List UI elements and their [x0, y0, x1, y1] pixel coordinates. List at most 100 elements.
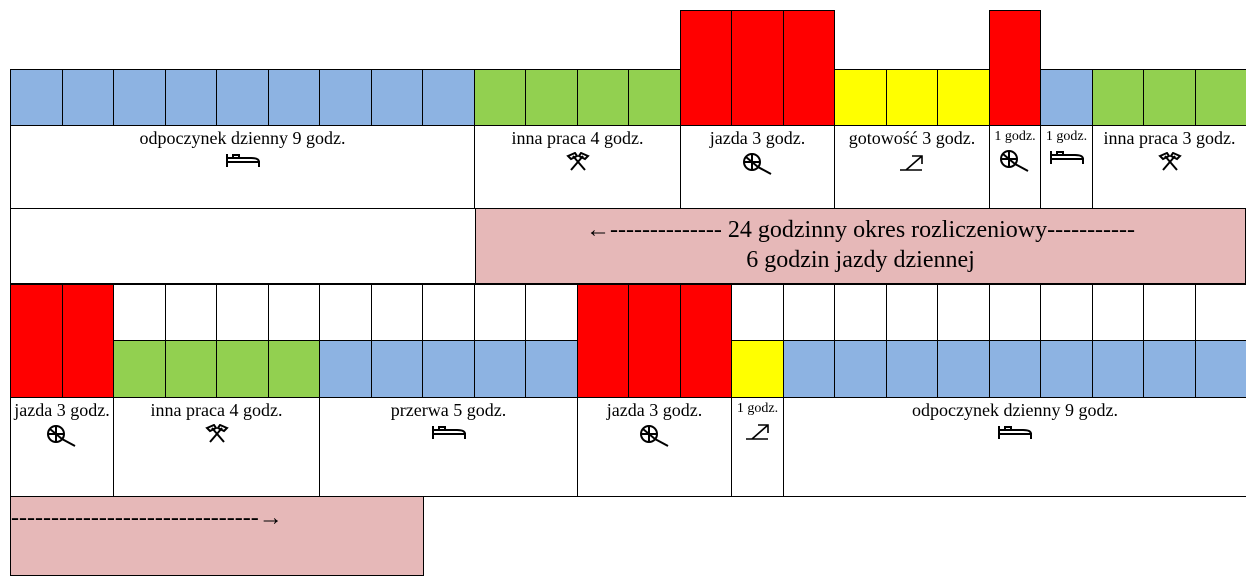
day2-hour-cell-empty [1195, 284, 1246, 341]
day2-hour-cell-rest [474, 340, 526, 398]
day2-hour-cell-rest [886, 340, 938, 398]
band-blank-left [10, 208, 476, 284]
day1-activity-label: inna praca 4 godz. [474, 125, 681, 209]
day2-hour-cell-rest [525, 340, 578, 398]
day2-hour-cell-rest [783, 340, 835, 398]
settlement-period-band-end: -------------------------------→ [10, 496, 424, 576]
day1-hour-cell-driving [680, 10, 732, 126]
day2-hour-cell-rest [422, 340, 475, 398]
day1-hour-cell-availability [834, 69, 887, 126]
day2-activity-label-text: 1 godz. [736, 401, 779, 416]
bed-icon [320, 424, 577, 445]
day2-hour-cell-empty [474, 284, 526, 341]
day2-activity-label: przerwa 5 godz. [319, 397, 578, 497]
day2-hour-cell-work [216, 340, 269, 398]
day1-hour-cell-rest [422, 69, 475, 126]
day2-hour-cell-empty [1092, 284, 1144, 341]
day2-activity-label-text: jazda 3 godz. [606, 400, 703, 420]
day2-hour-cell-work [113, 340, 166, 398]
day2-hour-cell-work [165, 340, 217, 398]
day1-hour-cell-rest [268, 69, 320, 126]
steering-wheel-icon [578, 424, 731, 453]
day1-hour-cell-rest [1040, 69, 1093, 126]
hammers-icon [475, 151, 680, 177]
day1-hour-cell-rest [165, 69, 217, 126]
day1-hour-cell-rest [371, 69, 423, 126]
settlement-period-text: ←-------------- 24 godzinny okres rozlic… [585, 217, 1136, 243]
day2-activity-label: jazda 3 godz. [10, 397, 114, 497]
day2-activity-label: jazda 3 godz. [577, 397, 732, 497]
day1-activity-label: gotowość 3 godz. [834, 125, 990, 209]
steering-wheel-icon [990, 149, 1040, 179]
day2-hour-cell-rest [834, 340, 887, 398]
day1-activity-label-text: gotowość 3 godz. [848, 128, 976, 148]
day2-activity-label-text: jazda 3 godz. [14, 400, 110, 420]
settlement-period-end-text: -------------------------------→ [11, 505, 283, 531]
bed-icon [1041, 149, 1092, 171]
hammers-icon [114, 423, 319, 449]
steering-wheel-icon [681, 152, 834, 181]
day1-hour-cell-work [525, 69, 578, 126]
day1-hour-cell-work [577, 69, 629, 126]
day1-activity-label: 1 godz. [989, 125, 1041, 209]
day2-hour-cell-empty [216, 284, 269, 341]
day2-activity-label-text: przerwa 5 godz. [390, 400, 507, 420]
day2-hour-cell-work [268, 340, 320, 398]
day2-hour-cell-empty [783, 284, 835, 341]
day1-activity-label-text: 1 godz. [994, 129, 1036, 144]
day2-hour-cell-rest [1040, 340, 1093, 398]
day2-hour-cell-empty [989, 284, 1041, 341]
day1-activity-label-text: jazda 3 godz. [709, 128, 806, 148]
day1-activity-label-text: 1 godz. [1045, 129, 1088, 144]
day2-hour-cell-driving [628, 284, 681, 398]
day2-hour-cell-empty [937, 284, 990, 341]
day1-hour-cell-rest [216, 69, 269, 126]
day1-hour-cell-work [1195, 69, 1246, 126]
availability-arrow-icon [732, 421, 783, 447]
day2-hour-cell-empty [886, 284, 938, 341]
day2-activity-label: odpoczynek dzienny 9 godz. [783, 397, 1246, 497]
day2-hour-cell-empty [268, 284, 320, 341]
day2-hour-cell-empty [731, 284, 784, 341]
day1-hour-cell-driving [989, 10, 1041, 126]
day1-hour-cell-availability [886, 69, 938, 126]
day1-hour-cell-work [1143, 69, 1196, 126]
day2-hour-cell-rest [371, 340, 423, 398]
day1-hour-cell-driving [783, 10, 835, 126]
day1-hour-cell-work [1092, 69, 1144, 126]
day2-hour-cell-driving [10, 284, 63, 398]
day2-activity-label: 1 godz. [731, 397, 784, 497]
availability-arrow-icon [835, 152, 989, 177]
day1-hour-cell-rest [319, 69, 372, 126]
day2-hour-cell-rest [319, 340, 372, 398]
day1-activity-label-text: inna praca 4 godz. [511, 128, 644, 148]
steering-wheel-icon [11, 424, 113, 453]
day1-hour-cell-work [628, 69, 681, 126]
bed-icon [11, 152, 474, 173]
day1-hour-cell-work [474, 69, 526, 126]
day2-hour-cell-empty [1040, 284, 1093, 341]
day2-hour-cell-empty [319, 284, 372, 341]
day2-hour-cell-rest [1195, 340, 1246, 398]
day1-activity-label: odpoczynek dzienny 9 godz. [10, 125, 475, 209]
day1-activity-label: inna praca 3 godz. [1092, 125, 1246, 209]
day1-hour-cell-driving [731, 10, 784, 126]
day2-hour-cell-rest [1092, 340, 1144, 398]
day2-activity-label-text: odpoczynek dzienny 9 godz. [912, 400, 1118, 420]
day1-hour-cell-rest [10, 69, 63, 126]
day2-hour-cell-empty [525, 284, 578, 341]
day2-hour-cell-empty [165, 284, 217, 341]
day1-activity-label: jazda 3 godz. [680, 125, 835, 209]
day2-activity-label-text: inna praca 4 godz. [150, 400, 283, 420]
bed-icon [784, 424, 1246, 445]
day2-hour-cell-empty [113, 284, 166, 341]
day1-hour-cell-rest [62, 69, 114, 126]
settlement-period-band: ←-------------- 24 godzinny okres rozlic… [475, 208, 1246, 284]
day2-hour-cell-driving [62, 284, 114, 398]
day1-activity-label: 1 godz. [1040, 125, 1093, 209]
day2-hour-cell-rest [937, 340, 990, 398]
hammers-icon [1093, 151, 1246, 177]
day2-hour-cell-driving [577, 284, 629, 398]
day1-activity-label-text: odpoczynek dzienny 9 godz. [139, 128, 346, 148]
